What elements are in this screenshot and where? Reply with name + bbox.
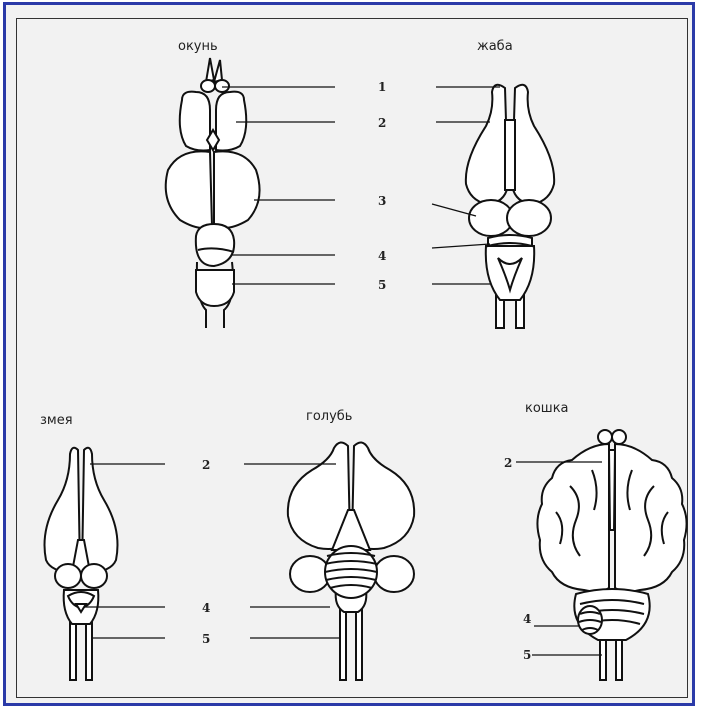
label-5: 5 — [202, 632, 210, 646]
snake-brain — [45, 448, 118, 680]
label-5: 5 — [378, 278, 386, 292]
cat-brain — [537, 430, 686, 680]
label-5: 5 — [523, 648, 531, 662]
label-4: 4 — [523, 612, 531, 626]
label-2: 2 — [202, 458, 210, 472]
label-2: 2 — [378, 116, 386, 130]
pigeon-brain — [288, 442, 414, 680]
label-3: 3 — [378, 194, 386, 208]
title-pigeon: голубь — [306, 409, 352, 424]
perch-brain — [166, 58, 260, 328]
title-snake: змея — [40, 413, 73, 428]
title-toad: жаба — [477, 39, 513, 54]
label-4: 4 — [378, 249, 386, 263]
title-cat: кошка — [525, 401, 569, 416]
title-perch: окунь — [178, 39, 218, 54]
label-2: 2 — [504, 456, 512, 470]
toad-brain — [466, 85, 554, 328]
label-4: 4 — [202, 601, 210, 615]
label-1: 1 — [378, 80, 386, 94]
